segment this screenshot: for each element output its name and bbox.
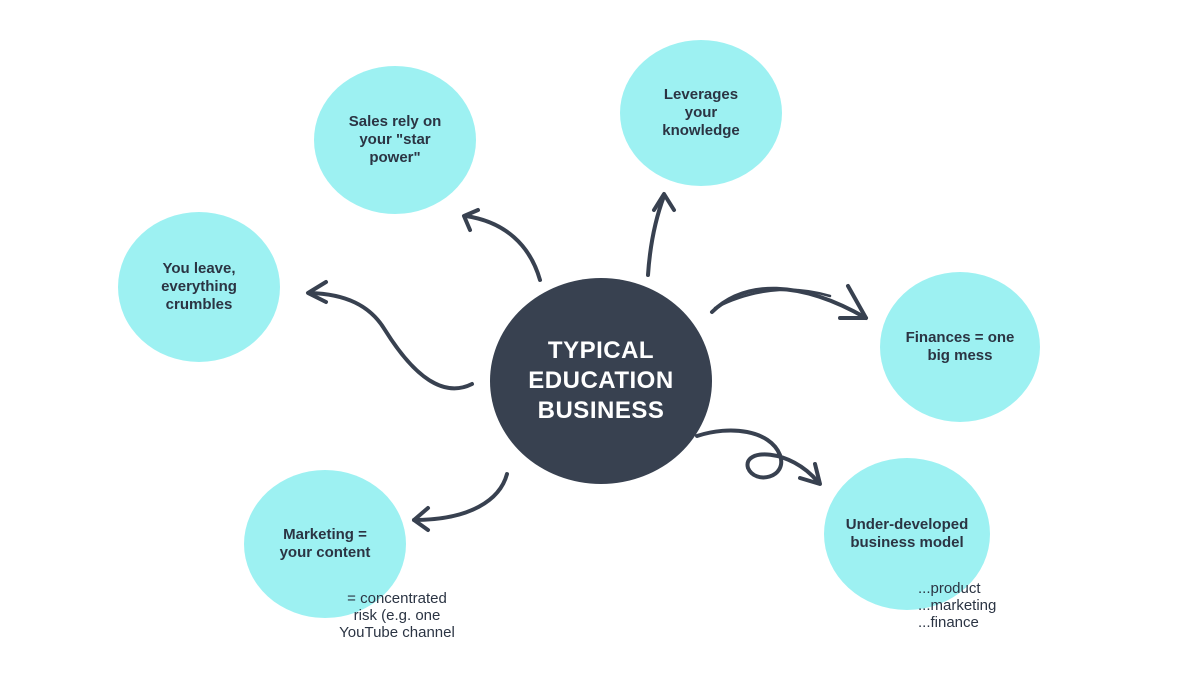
arrowhead-sales [462, 208, 480, 232]
arrowhead-marketing [412, 506, 430, 532]
node-marketing: Marketing = your content [244, 470, 406, 618]
node-underdeveloped: Under-developed business model [824, 458, 990, 610]
arrow-to-marketing [412, 472, 509, 522]
arrow-to-leverages [646, 194, 666, 277]
arrowhead-underdeveloped [798, 462, 822, 486]
node-underdeveloped-label: Under-developed business model [845, 516, 969, 551]
arrow-to-finances [710, 286, 868, 320]
arrow-to-sales [464, 214, 542, 282]
center-node-label: TYPICAL EDUCATION BUSINESS [528, 337, 674, 424]
arrowhead-leave [306, 280, 328, 304]
node-sales-label: Sales rely on your "star power" [348, 113, 442, 166]
node-sales: Sales rely on your "star power" [314, 66, 476, 214]
node-marketing-label: Marketing = your content [279, 526, 371, 561]
arrow-to-underdeveloped [695, 428, 820, 484]
node-leave: You leave, everything crumbles [118, 212, 280, 362]
node-finances-label: Finances = one big mess [905, 329, 1015, 364]
arrow-to-leave [308, 291, 474, 391]
node-leverages: Leverages your knowledge [620, 40, 782, 186]
node-leverages-label: Leverages your knowledge [662, 86, 740, 139]
arrowhead-finances [838, 284, 868, 320]
node-finances: Finances = one big mess [880, 272, 1040, 422]
note-underdeveloped: ...product ...marketing ...finance [918, 580, 997, 631]
note-marketing: = concentrated risk (e.g. one YouTube ch… [339, 590, 455, 641]
center-node: TYPICAL EDUCATION BUSINESS [490, 278, 712, 484]
node-leave-label: You leave, everything crumbles [161, 260, 237, 313]
arrow-finances-sketch [713, 288, 832, 310]
arrowhead-leverages [652, 192, 676, 212]
